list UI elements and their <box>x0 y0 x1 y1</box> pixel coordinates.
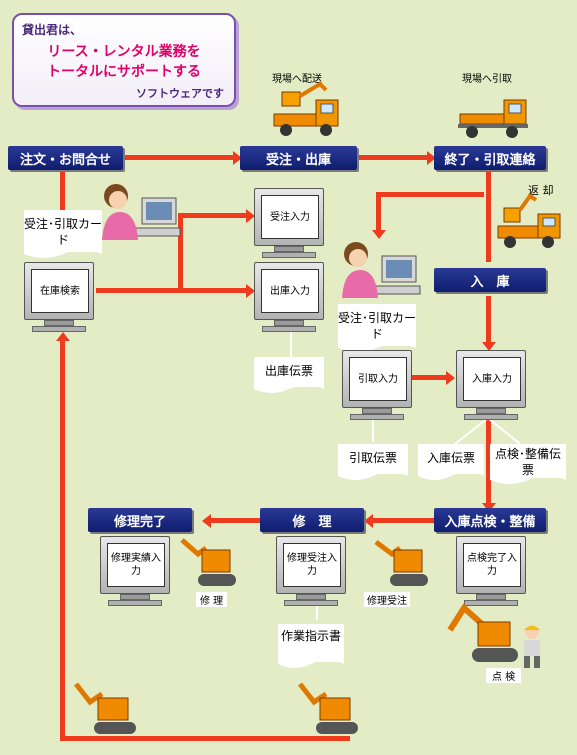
stock-search-label: 在庫検索 <box>31 269 89 313</box>
arrowhead <box>446 371 455 385</box>
arrow-to-inspect <box>486 418 491 506</box>
connector-vertical <box>178 213 183 291</box>
inspect-done-label: 点検完了入力 <box>463 543 521 587</box>
pickup-slip-text: 引取伝票 <box>348 451 397 465</box>
doc-wave <box>24 250 102 258</box>
header-repair-done: 修理完了 <box>88 508 192 532</box>
repair-label: 修 理 <box>196 592 228 607</box>
doc-wave <box>278 660 344 668</box>
doc-wave <box>254 385 324 393</box>
title-line3: トータルにサポートする <box>47 64 201 80</box>
excavator-icon <box>298 682 358 734</box>
worker-icon <box>524 625 540 668</box>
inspect-slip-doc: 点検･整備伝票 <box>490 444 566 484</box>
repair-order-label: 修理受注入力 <box>283 543 341 587</box>
arrow-ship-to-finish <box>357 155 429 160</box>
doc-wave <box>418 472 484 480</box>
arrow-pickup-to-warehouse <box>412 375 448 380</box>
arrowhead <box>246 209 255 223</box>
title-line4: ソフトウェアです <box>136 87 224 100</box>
header-receive-ship: 受注・出庫 <box>240 146 357 170</box>
pickup-input-label: 引取入力 <box>349 357 407 401</box>
truck-icon <box>273 82 339 136</box>
monitor-warehouse-input[interactable]: 入庫入力 <box>456 350 526 422</box>
white-line <box>290 332 292 357</box>
arrowhead <box>482 342 496 351</box>
order-card-2-text: 受注･引取カード <box>338 311 417 341</box>
header-inspect: 入庫点検・整備 <box>434 508 546 532</box>
truck-icon <box>458 99 528 138</box>
order-input-label: 受注入力 <box>261 195 319 239</box>
arrowhead <box>246 284 255 298</box>
arrow-bottom-loop <box>60 736 350 741</box>
operator-icon <box>102 184 181 240</box>
arrow-finish-down <box>486 170 491 262</box>
pickup-label: 現場へ引取 <box>462 74 512 85</box>
arrow-to-order-input <box>178 213 248 218</box>
excavator-icon <box>74 682 136 734</box>
inspect-slip-text: 点検･整備伝票 <box>494 447 561 477</box>
header-finish: 終了・引取連絡 <box>434 146 546 170</box>
arrowhead <box>372 230 386 239</box>
title-line1: 貸出君は、 <box>22 23 83 37</box>
title-line2: リース・レンタル業務を <box>47 44 201 60</box>
order-card-doc-2: 受注･引取カード <box>338 304 417 352</box>
repair-record-label: 修理実績入力 <box>107 543 165 587</box>
arrowhead <box>482 503 496 512</box>
return-label: 返 却 <box>528 184 554 197</box>
excavator-icon <box>180 538 236 586</box>
white-line <box>372 418 374 442</box>
arrow-stock-to-ship <box>96 288 248 293</box>
order-card-1-text: 受注･引取カード <box>24 217 103 247</box>
arrow-order-to-ship <box>123 155 235 160</box>
monitor-inspect-done[interactable]: 点検完了入力 <box>456 536 526 608</box>
truck-icon <box>497 193 561 248</box>
warehouse-slip-doc: 入庫伝票 <box>418 444 484 480</box>
warehouse-slip-text: 入庫伝票 <box>426 451 475 465</box>
work-order-text: 作業指示書 <box>280 629 341 643</box>
arrowhead <box>364 514 373 528</box>
pickup-slip-doc: 引取伝票 <box>338 444 408 480</box>
title-box: 貸出君は、 リース・レンタル業務を トータルにサポートする ソフトウェアです <box>12 13 236 107</box>
doc-wave <box>338 472 408 480</box>
operator-icon <box>342 242 421 298</box>
ship-slip-text: 出庫伝票 <box>264 364 313 378</box>
monitor-repair-record[interactable]: 修理実績入力 <box>100 536 170 608</box>
arrow-warehouse-down <box>486 296 491 346</box>
doc-wave <box>490 476 566 484</box>
header-warehouse-in: 入 庫 <box>434 268 546 292</box>
arrowhead <box>427 151 436 165</box>
arrowhead <box>56 332 70 341</box>
ship-slip-doc: 出庫伝票 <box>254 357 324 393</box>
monitor-pickup-input[interactable]: 引取入力 <box>342 350 412 422</box>
deliver-label: 現場へ配送 <box>272 74 322 85</box>
inspect-label: 点 検 <box>486 668 522 683</box>
arrow-return-loop <box>60 338 65 740</box>
excavator-icon <box>447 603 518 662</box>
arrow-finish-to-pickup <box>376 192 484 197</box>
arrowhead <box>202 514 211 528</box>
arrowhead <box>233 151 242 165</box>
arrow-pickup-down <box>376 192 381 232</box>
work-order-doc: 作業指示書 <box>278 624 344 668</box>
order-card-doc-1: 受注･引取カード <box>24 210 103 258</box>
arrow-inspect-to-repair <box>372 518 434 523</box>
monitor-order-input[interactable]: 受注入力 <box>254 188 324 260</box>
monitor-ship-input[interactable]: 出庫入力 <box>254 262 324 334</box>
white-branch <box>449 418 526 449</box>
header-repair: 修 理 <box>260 508 364 532</box>
arrow-repair-to-done <box>210 518 260 523</box>
arrow-order-down <box>60 168 65 216</box>
ship-input-label: 出庫入力 <box>261 269 319 313</box>
header-order: 注文・お問合せ <box>8 146 123 170</box>
repair-receive-label: 修理受注 <box>364 592 410 607</box>
warehouse-input-label: 入庫入力 <box>463 357 521 401</box>
monitor-repair-order[interactable]: 修理受注入力 <box>276 536 346 608</box>
excavator-icon <box>374 540 428 586</box>
monitor-stock-search[interactable]: 在庫検索 <box>24 262 94 334</box>
